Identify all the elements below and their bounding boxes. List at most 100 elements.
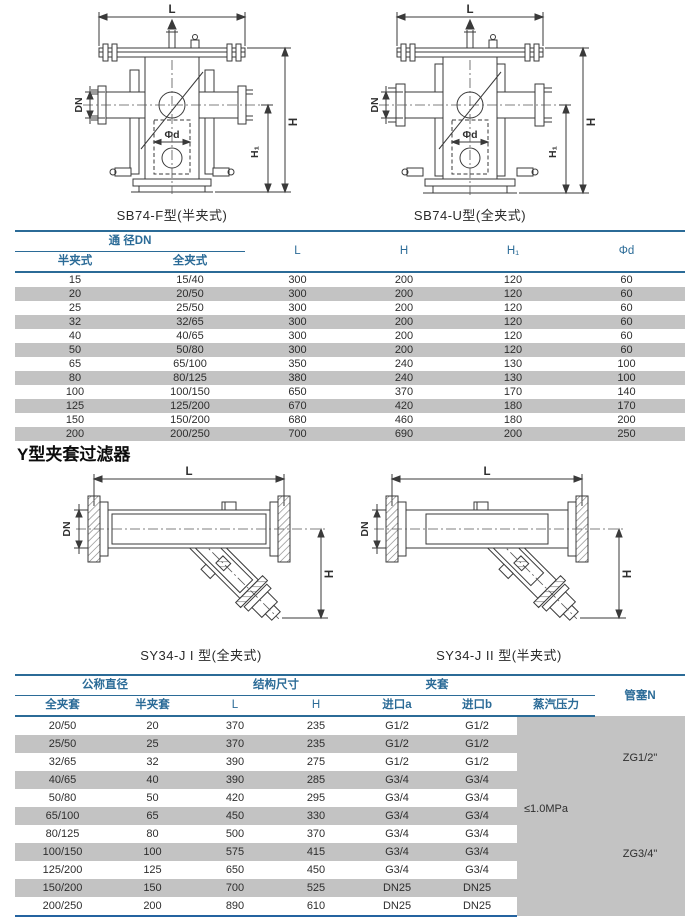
figure-sb74-u: L <box>325 2 615 224</box>
table-cell: 80/125 <box>45 828 80 840</box>
table-cell: 20 <box>15 287 135 301</box>
table-cell: 80 <box>15 371 135 385</box>
steam-pressure-value: ≤1.0MPa <box>524 802 568 815</box>
table-cell: 100/150 <box>15 843 110 861</box>
table-cell: 100 <box>617 358 636 370</box>
table-cell: 130 <box>503 358 523 370</box>
table-cell: DN25 <box>357 879 437 897</box>
table-cell: 65 <box>110 807 195 825</box>
table-cell: 25/50 <box>176 302 204 314</box>
table-cell: 690 <box>350 427 458 441</box>
figure-sy34-j2: L <box>334 466 664 664</box>
table-cell: 295 <box>306 792 326 804</box>
table-cell: 700 <box>195 879 275 897</box>
table-cell: 380 <box>245 371 350 385</box>
dim-label-H: H <box>324 570 336 578</box>
table-cell: 450 <box>195 807 275 825</box>
table-cell: 650 <box>288 386 307 398</box>
dim-label-H: H <box>586 118 598 126</box>
header-steam-pressure: 蒸汽压力 <box>517 695 595 717</box>
table-cell: 170 <box>568 399 685 413</box>
table-cell: 200 <box>394 302 414 314</box>
table-cell: 140 <box>617 386 636 398</box>
table-cell: 370 <box>195 735 275 753</box>
header-inlet-a: 进口a <box>357 695 437 717</box>
table-cell: 50/80 <box>135 343 245 357</box>
table-cell: 680 <box>288 414 307 426</box>
table-cell: 80/125 <box>135 371 245 385</box>
table-cell: 40/65 <box>15 771 110 789</box>
header-H: H <box>275 695 357 717</box>
table-cell: 330 <box>275 807 357 825</box>
table-cell: G1/2 <box>465 756 489 768</box>
table-cell: 300 <box>245 287 350 301</box>
table-cell: 50 <box>15 343 135 357</box>
header-half-clamp: 半夹式 <box>15 251 135 273</box>
table-cell: 300 <box>288 274 307 286</box>
table-cell: G3/4 <box>385 864 409 876</box>
header-L: L <box>245 231 350 273</box>
dim-label-H1: H₁ <box>249 146 261 158</box>
table-cell: 240 <box>350 371 458 385</box>
table-cell: 60 <box>620 330 633 342</box>
table-cell: 65/100 <box>173 358 207 370</box>
table-cell: 370 <box>225 720 245 732</box>
header-half-jacket: 半夹套 <box>110 695 195 717</box>
figure-sb74-f: L <box>27 2 317 224</box>
table-cell: 275 <box>306 756 326 768</box>
table-cell: 200 <box>350 315 458 329</box>
table-cell: 350 <box>288 358 307 370</box>
dim-label-DN: DN <box>369 97 381 112</box>
table-cell: 60 <box>568 287 685 301</box>
table-cell: 285 <box>275 771 357 789</box>
table-cell: 15/40 <box>176 274 204 286</box>
figure-sy34-j1: L <box>36 466 366 664</box>
table-cell: G3/4 <box>357 807 437 825</box>
table-cell: 300 <box>288 302 307 314</box>
table-cell: 200 <box>458 427 568 441</box>
table-cell: G3/4 <box>465 828 489 840</box>
table-cell: 670 <box>245 399 350 413</box>
table-cell: 40 <box>68 330 82 342</box>
header-dn-group: 通 径DN <box>15 231 245 252</box>
table-cell: 32/65 <box>135 315 245 329</box>
table-cell: 120 <box>458 287 568 301</box>
table-cell: G1/2 <box>385 756 409 768</box>
table-cell: 32/65 <box>48 756 77 768</box>
figure-caption: SB74-F型(半夹式) <box>116 208 228 223</box>
technical-drawing-sb74-u: L <box>369 4 598 195</box>
table-cell: 300 <box>288 330 307 342</box>
table-cell: 25 <box>68 302 82 314</box>
table-cell: 50/80 <box>48 792 77 804</box>
table-cell: 200 <box>617 414 636 426</box>
header-spacer <box>517 675 595 696</box>
table-cell: 25/50 <box>15 735 110 753</box>
table-cell: G3/4 <box>437 843 517 861</box>
table-cell: 20/50 <box>48 720 77 732</box>
table-cell: 65 <box>68 358 82 370</box>
table-cell: G3/4 <box>437 771 517 789</box>
table-cell: 60 <box>620 274 633 286</box>
pipe-plug-value-top: ZG1/2" <box>622 752 658 764</box>
header-jacket-group: 夹套 <box>357 675 517 696</box>
table-cell: 60 <box>568 315 685 329</box>
table-cell: 890 <box>195 897 275 917</box>
table-cell: 610 <box>275 897 357 917</box>
table-cell: 200/250 <box>135 427 245 441</box>
table-cell: 125 <box>15 399 135 413</box>
table-cell: 450 <box>306 864 326 876</box>
table-cell: 500 <box>225 828 245 840</box>
